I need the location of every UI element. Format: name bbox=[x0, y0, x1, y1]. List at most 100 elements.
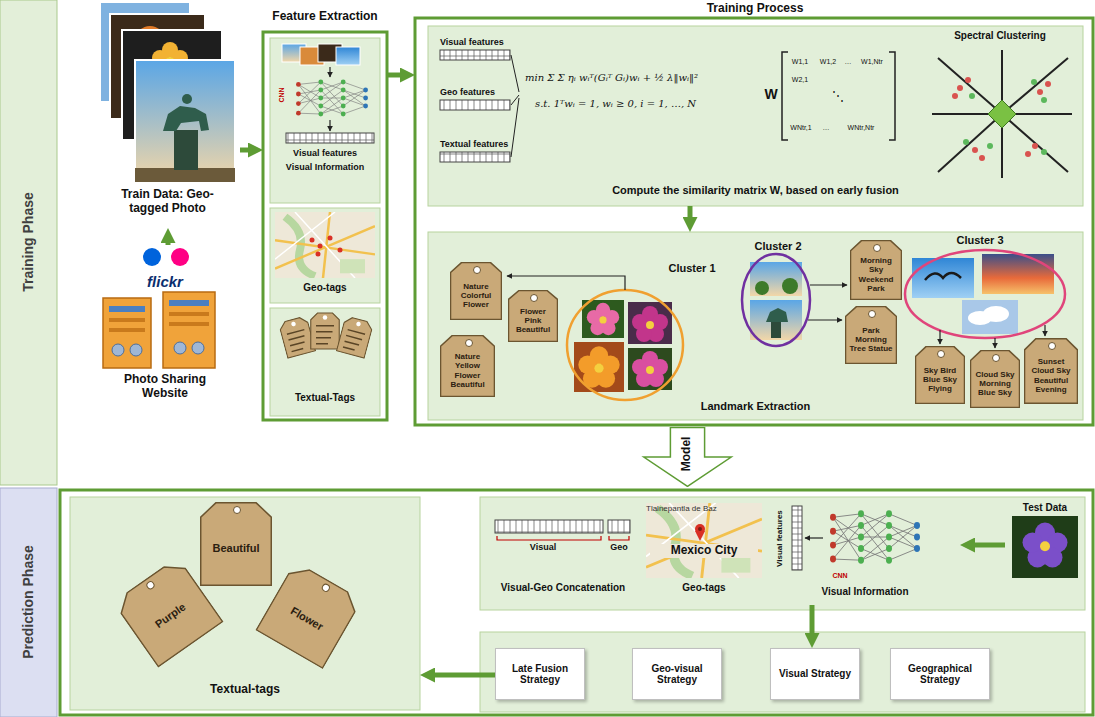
cluster-images bbox=[983, 306, 1009, 322]
cluster-images bbox=[750, 300, 802, 340]
tag-label: Park Morning Tree Statue bbox=[845, 306, 897, 364]
feature-panel-ground bbox=[270, 38, 380, 203]
tag-hole bbox=[473, 266, 481, 274]
flow-arrow bbox=[688, 206, 693, 223]
matrix-entry: WNtr,1 bbox=[784, 124, 818, 132]
cluster-name: Cluster 1 bbox=[662, 262, 722, 275]
tag-hole bbox=[992, 354, 1000, 362]
flow-arrow bbox=[240, 148, 254, 153]
cluster-graph bbox=[1045, 81, 1051, 87]
flickr-logo bbox=[143, 248, 189, 266]
tag-text: Nature Yellow Flower Beautiful bbox=[443, 352, 492, 389]
tag-text: Beautiful bbox=[203, 542, 269, 555]
feature-vector bbox=[286, 133, 374, 143]
cluster-images bbox=[755, 281, 769, 295]
geo-pin bbox=[695, 524, 705, 541]
process-panel-ground bbox=[428, 26, 1083, 206]
strategy-name: Geographical Strategy bbox=[893, 663, 987, 686]
node-text: Compute the similarity matrix W, based o… bbox=[428, 184, 1083, 197]
tag-hole bbox=[1048, 342, 1056, 350]
server-icon bbox=[112, 344, 124, 356]
server-icon bbox=[109, 318, 145, 322]
website-group: flickrPhoto Sharing Website bbox=[85, 245, 245, 410]
cluster-pointer bbox=[507, 276, 625, 290]
cluster-name: Cluster 3 bbox=[950, 234, 1010, 247]
concat-vector bbox=[497, 536, 629, 540]
prediction-panel-ground bbox=[480, 632, 1085, 712]
tag-icon bbox=[337, 316, 374, 358]
feature-vector bbox=[511, 55, 519, 157]
map-thumbnail bbox=[646, 503, 762, 578]
cluster-images bbox=[771, 322, 781, 338]
feature-name: Visual features bbox=[440, 37, 530, 47]
feature-panel-ground bbox=[270, 38, 380, 416]
prediction-panel-ground bbox=[70, 497, 1085, 712]
feature-vector bbox=[805, 537, 823, 538]
geo-pin bbox=[316, 252, 321, 257]
shape-outline bbox=[851, 241, 902, 300]
matrix-entry: WNtr,Ntr bbox=[836, 124, 886, 132]
phase-band: Training Phase bbox=[0, 0, 57, 485]
process-panel: Landmark ExtractionNature Colorful Flowe… bbox=[428, 232, 1083, 420]
matrix-name: W bbox=[762, 86, 780, 102]
server-icon bbox=[174, 342, 186, 354]
server-icon bbox=[130, 344, 142, 356]
tag-icon bbox=[279, 316, 316, 358]
cluster-graph bbox=[963, 79, 1047, 155]
tag-hole bbox=[465, 339, 473, 347]
cluster-images bbox=[766, 308, 788, 322]
tag-icon bbox=[311, 313, 340, 349]
test-photo bbox=[1023, 523, 1068, 568]
feature-vector bbox=[440, 152, 510, 162]
tag-text: Sky Bird Blue Sky Flying bbox=[918, 366, 962, 394]
input-block: CNNVisual featuresVisual Information bbox=[770, 500, 960, 605]
formula: s.t. 1ᵀwᵢ = 1, wᵢ ≥ 0, i = 1, …, N bbox=[535, 98, 755, 110]
server-icon bbox=[169, 300, 209, 306]
shape-outline bbox=[916, 347, 965, 404]
cluster-graph bbox=[1025, 151, 1031, 157]
prediction-panel-ground bbox=[70, 497, 420, 710]
concat-vector bbox=[495, 520, 630, 540]
node-text: Training Phase bbox=[20, 142, 36, 342]
server-icon bbox=[192, 342, 204, 354]
feature-vector bbox=[792, 506, 802, 570]
phase-band: Prediction Phase bbox=[0, 488, 57, 717]
geo-pin bbox=[338, 248, 343, 253]
flow-arrow bbox=[969, 543, 1005, 548]
test-photo bbox=[1012, 516, 1078, 578]
cluster-graph bbox=[957, 85, 963, 91]
prediction-panel-ground bbox=[480, 497, 1085, 610]
cluster-images bbox=[925, 273, 961, 280]
tag-label: Sky Bird Blue Sky Flying bbox=[915, 346, 965, 404]
geo-pin bbox=[328, 236, 333, 241]
cnn-network bbox=[296, 80, 368, 117]
cluster-images bbox=[982, 254, 1054, 294]
shape-outline bbox=[256, 562, 361, 668]
cnn-network bbox=[830, 510, 920, 563]
node-text: Visual-Geo Concatenation bbox=[488, 582, 638, 594]
feature-vector bbox=[440, 100, 510, 110]
matrix-entry: W2,1 bbox=[786, 76, 814, 84]
cluster-images bbox=[962, 300, 1018, 334]
tag-text: Sunset Cloud Sky Beautiful Evening bbox=[1027, 357, 1075, 394]
stage-frame: Feature ExtractionCNNVisual featuresVisu… bbox=[263, 8, 387, 420]
server-icon bbox=[169, 322, 209, 326]
node-text: Mexico City bbox=[650, 544, 758, 558]
map-thumbnail bbox=[275, 212, 375, 278]
matrix-bracket bbox=[782, 52, 895, 140]
cluster-images bbox=[632, 351, 668, 387]
matrix-bracket bbox=[782, 52, 788, 140]
geo-pin bbox=[698, 527, 702, 531]
node-text: Prediction Phase bbox=[20, 502, 36, 702]
cluster-graph bbox=[1041, 97, 1047, 103]
node-text: Train Data: Geo-tagged Photo bbox=[105, 188, 230, 216]
cluster-graph bbox=[1041, 149, 1047, 155]
strategy-name: Late Fusion Strategy bbox=[498, 663, 582, 686]
feature-thumbnails bbox=[336, 47, 360, 65]
cluster-images bbox=[632, 306, 668, 342]
shape-outline bbox=[201, 503, 272, 585]
node-text: Visual features bbox=[775, 505, 784, 571]
tag-hole bbox=[868, 310, 876, 318]
cluster-graph bbox=[952, 77, 1051, 161]
